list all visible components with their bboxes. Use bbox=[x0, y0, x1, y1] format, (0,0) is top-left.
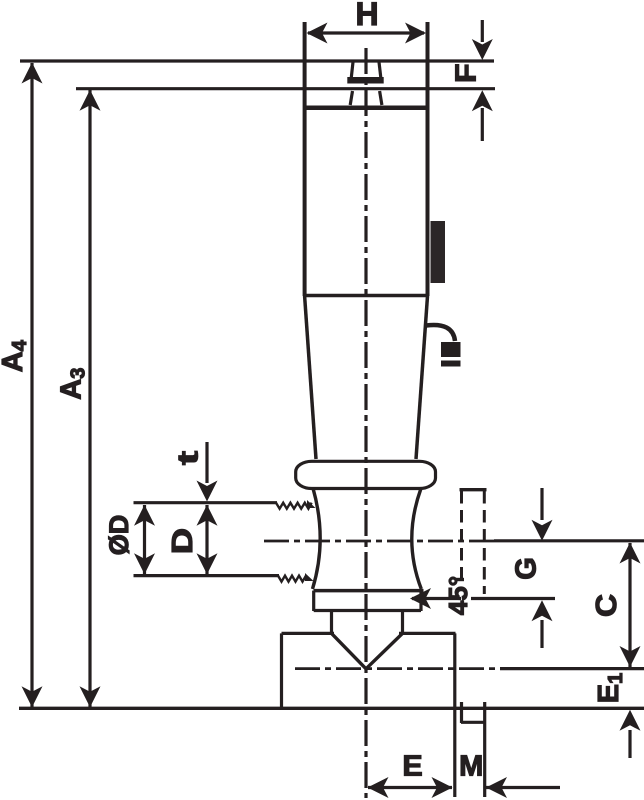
svg-text:ØD: ØD bbox=[104, 515, 134, 556]
svg-text:M: M bbox=[459, 751, 483, 783]
svg-text:F: F bbox=[450, 63, 482, 82]
svg-text:t: t bbox=[171, 451, 204, 465]
svg-text:C: C bbox=[590, 594, 622, 617]
svg-text:H: H bbox=[355, 0, 378, 32]
svg-text:E: E bbox=[402, 750, 422, 782]
svg-text:D: D bbox=[165, 528, 198, 554]
svg-text:45°: 45° bbox=[443, 576, 473, 615]
svg-text:E1: E1 bbox=[593, 673, 627, 703]
svg-text:G: G bbox=[511, 557, 543, 580]
